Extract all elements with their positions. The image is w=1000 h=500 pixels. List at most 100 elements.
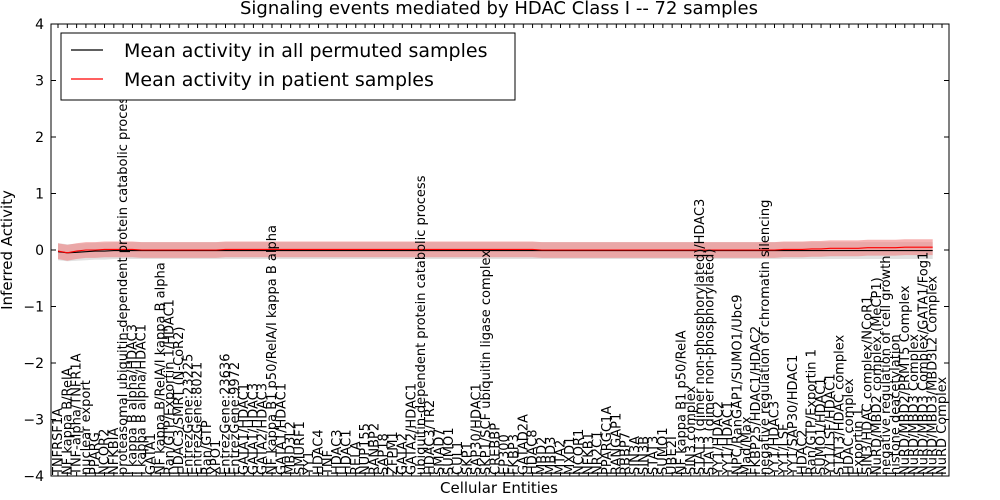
entity-label: SUMO1/HDAC1	[814, 378, 829, 475]
entity-label: NFKB1	[581, 432, 596, 475]
entity-label: SKP1/SCF ubiquitin ligase complex	[479, 250, 494, 475]
entity-label: I kappa B alpha/HDAC3	[125, 324, 140, 475]
x-axis-label: Cellular Entities	[440, 479, 558, 497]
entity-label: NF kappa B1 p50/RelA/I kappa B alpha	[265, 225, 280, 475]
entity-label: MBD3L2	[284, 421, 299, 475]
y-tick-label: 4	[35, 17, 44, 33]
entity-label: HDAC1	[340, 429, 355, 475]
entity-label: NR2C1	[591, 431, 606, 475]
entity-label: SKP1	[460, 442, 475, 475]
entity-label: STAT3 (dimer non-phosphorylated)/HDAC3	[693, 199, 708, 475]
entity-label: YY1/HDAC3	[768, 401, 783, 476]
entity-label: YY1/HDAC2	[712, 401, 727, 476]
entity-label: UBE2I	[665, 436, 680, 475]
entity-label: EP300	[498, 434, 513, 475]
entity-label: HDAC3/TR2	[423, 400, 438, 475]
entity-label: NuRD/MBD3 Complex/GATA1/Fog1	[916, 252, 931, 475]
entity-label: nuclear export	[79, 380, 94, 475]
entity-label: negative regulation of cell growth	[879, 255, 894, 475]
entity-label: negative regulation of chromatin silenci…	[758, 200, 773, 475]
entity-label: Mad/Max	[740, 416, 755, 475]
entity-label: SIN3 complex	[684, 385, 699, 475]
series-1-band	[58, 239, 933, 261]
entity-label: EntrezGene:9972	[228, 362, 243, 475]
entity-label: NuRD/MBD2 complex (MeCP1)	[870, 277, 885, 475]
lines-layer	[57, 246, 933, 254]
entity-label: GATA1/HDAC3	[246, 383, 261, 475]
y-tick-label: 3	[35, 74, 44, 90]
entity-label: SMURF1	[293, 421, 308, 475]
entity-label: PPARG	[88, 432, 103, 475]
y-tick-label: −1	[23, 300, 44, 316]
entity-label: YY1/SAP30/HDAC1	[786, 355, 801, 476]
entity-label: NFKBIA	[107, 427, 122, 474]
entity-label: EntrezGene:23636	[219, 354, 234, 475]
entity-label: YY1/LSF	[777, 423, 792, 476]
entity-label: GATA1/HDAC1	[274, 383, 289, 475]
legend: Mean activity in all permuted samples Me…	[60, 32, 516, 101]
series-1-line	[57, 246, 933, 254]
entity-label: ubiquitin-dependent protein catabolic pr…	[414, 175, 429, 475]
chart-title: Signaling events mediated by HDAC Class …	[240, 0, 758, 19]
entity-label: SAP30/HDAC1	[470, 383, 485, 475]
entity-label: HDAC2	[795, 429, 810, 475]
entity-label: GATA2/HDAC1	[405, 383, 420, 475]
entity-label: YY1/LSF/HDAC1	[823, 373, 838, 475]
entity-label: FKBP25/HDAC1/HDAC2	[749, 326, 764, 475]
y-tick-label: 0	[35, 243, 44, 259]
entity-label: HDAC4	[312, 429, 327, 475]
entity-label: NuRD/MBD3 Complex	[907, 334, 922, 475]
entity-label: HDAC complex	[842, 378, 857, 475]
entity-label: STAT3 (dimer non-phosphorylated)	[702, 249, 717, 475]
entity-label: GATAD2A	[516, 414, 531, 475]
entity-label: NuRD Complex	[935, 377, 950, 475]
entity-label: TNF-alpha/TNFR1A	[70, 353, 85, 476]
entity-label: HDAC8	[526, 429, 541, 475]
entity-label: SIN3A	[628, 436, 643, 475]
entity-label: Ran/GTP	[200, 420, 215, 475]
entity-label: EntrezGene:8021	[191, 362, 206, 475]
entity-label: SIN3/HDAC complex/NCoR1	[861, 296, 876, 475]
y-tick-label: 1	[35, 187, 44, 203]
entity-label: RELA	[349, 441, 364, 475]
bands-layer	[58, 239, 933, 262]
y-tick-label: 2	[35, 130, 44, 146]
entity-label: YY1	[302, 451, 317, 476]
x-axis	[57, 24, 943, 476]
entity-label: NF kappa B/RelA/I kappa B alpha	[153, 262, 168, 475]
y-tick-label: −4	[23, 469, 44, 485]
y-tick-label: −3	[23, 413, 44, 429]
entity-label: SAP18	[377, 433, 392, 475]
legend-box	[60, 32, 516, 101]
entity-label: RBBP7	[619, 432, 634, 475]
legend-label-patient: Mean activity in patient samples	[124, 69, 434, 91]
entity-label: HDAC3/SMRT (N-CoR2)	[172, 327, 187, 475]
entity-label: MTA2	[554, 440, 569, 475]
entity-label: EntrezGene:23225	[181, 354, 196, 475]
entity-label: PPARGC1A	[600, 406, 615, 475]
y-axis-label: Inferred Activity	[0, 190, 16, 310]
series-0-line	[57, 250, 933, 254]
entity-label: CUL1	[451, 441, 466, 475]
entity-label: Exportin 1	[851, 408, 866, 475]
entity-label: STAT3	[647, 436, 662, 475]
entity-label: SMAD7	[433, 428, 448, 475]
entity-label: MBD3	[544, 437, 559, 475]
entity-label: NCOR1	[572, 429, 587, 475]
entity-label: NCOR2	[98, 429, 113, 475]
entity-label: I kappa B alpha/HDAC1	[135, 324, 150, 475]
entity-label: SUMO1	[656, 427, 671, 475]
entity-label: MXD1	[563, 437, 578, 475]
entity-label: TNFRSF1A	[51, 408, 66, 476]
entity-label: TNF	[321, 450, 336, 476]
entity-label: NPC/RanGAP1/SUMO1/Ubc9	[730, 295, 745, 475]
entity-label: GATA1/HDAC1	[237, 383, 252, 475]
entity-label: GATA2	[395, 433, 410, 475]
legend-label-permuted: Mean activity in all permuted samples	[124, 40, 487, 62]
entity-label: NuRD/MBD3/MBD3L2 Complex	[926, 275, 941, 475]
entity-label: FKBP3	[507, 434, 522, 475]
entity-label: YY1/HDAC1	[721, 401, 736, 476]
entity-label: ZFPM1	[386, 431, 401, 475]
